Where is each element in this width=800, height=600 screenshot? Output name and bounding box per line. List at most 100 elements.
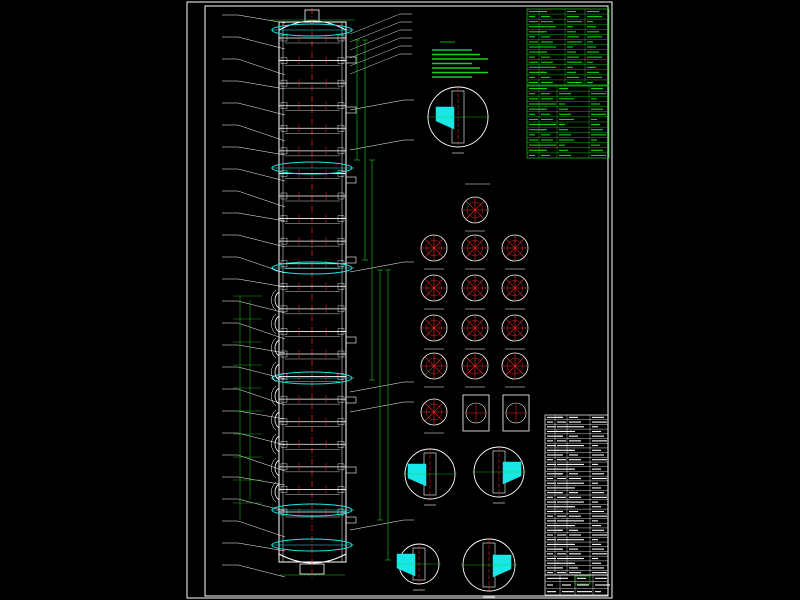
tray-section-inner: [426, 404, 443, 421]
tray-support: [337, 508, 345, 516]
tray-section-inner: [426, 239, 443, 256]
right-nozzle: [345, 176, 357, 184]
tray-section-inner: [467, 320, 484, 337]
callout-leader-left: [237, 234, 286, 248]
callout-leader-right: [349, 139, 405, 151]
tray-section-radial: [424, 402, 444, 422]
tray-support: [280, 350, 288, 358]
side-manhole: [274, 315, 280, 333]
side-manhole-outer: [271, 337, 277, 359]
technical-characteristics-table: [526, 8, 610, 86]
tray-section-radial: [465, 356, 485, 376]
callout-leader-right-top: [349, 37, 401, 59]
side-manhole: [274, 291, 280, 309]
side-manhole: [274, 339, 280, 357]
callout-leader-right: [349, 381, 405, 393]
tray-section-radial: [424, 356, 444, 376]
callout-leader-left: [237, 212, 286, 222]
tray-support: [280, 34, 288, 42]
tray-section-radial: [465, 318, 485, 338]
tray-section-radial: [505, 318, 525, 338]
callout-leader-left: [237, 14, 286, 24]
callout-leader-left: [237, 278, 286, 288]
drawing-outer-frame: [186, 1, 613, 599]
callout-leader-left: [237, 454, 286, 472]
tray-support: [337, 192, 345, 200]
side-manhole-outer: [271, 313, 277, 335]
callout-leader-left: [237, 366, 286, 380]
callout-leader-left: [237, 146, 286, 156]
detail-view-bottom-right-hatch: [492, 554, 512, 578]
right-nozzle: [345, 396, 357, 404]
tray-support: [280, 395, 288, 403]
right-nozzle: [345, 106, 357, 114]
callout-leader-left: [237, 102, 286, 116]
tray-support: [337, 305, 345, 313]
callout-leader-left: [237, 322, 286, 340]
tray-support: [337, 125, 345, 132]
tray-support: [337, 102, 345, 109]
side-manhole-outer: [271, 409, 277, 431]
column-vessel: [271, 8, 357, 578]
tray-section-radial: [465, 200, 485, 220]
tray-support: [280, 486, 288, 493]
callout-leader-left: [237, 190, 286, 208]
tray-support: [280, 57, 288, 64]
tray-support: [337, 441, 345, 448]
tray-support: [337, 170, 345, 177]
tray-support: [280, 305, 288, 313]
callout-leader-right-top: [349, 13, 401, 35]
dimension-lines: [233, 19, 391, 576]
tray-section-inner: [507, 358, 524, 375]
side-manhole: [274, 483, 280, 501]
callout-leader-left: [237, 432, 286, 446]
drawing-inner-frame: [204, 5, 609, 597]
callout-leader-right-top: [349, 21, 401, 43]
callout-leader-left: [237, 410, 286, 420]
drawing-tables: [526, 8, 610, 596]
detail-view-left-hatch: [407, 463, 427, 487]
tray-support: [280, 170, 288, 177]
callout-leader-left: [237, 168, 286, 182]
tray-section-inner: [507, 280, 524, 297]
tray-section-inner: [507, 239, 524, 256]
top-head: [278, 20, 347, 31]
bottom-head: [278, 553, 347, 564]
side-manhole-outer: [271, 457, 277, 479]
tray-section-views: [420, 183, 530, 434]
callout-leaders: [222, 13, 414, 578]
callout-leader-left: [237, 476, 286, 486]
callout-leader-right-top: [349, 29, 401, 51]
side-manhole: [274, 435, 280, 453]
callout-leader-right: [349, 401, 405, 413]
tray-support: [280, 79, 288, 87]
tray-support: [280, 463, 288, 471]
tray-section-inner: [467, 280, 484, 297]
tray-support: [280, 102, 288, 109]
tray-support: [337, 486, 345, 493]
tray-support: [280, 508, 288, 516]
side-manhole-outer: [271, 361, 277, 383]
tray-section-inner: [426, 280, 443, 297]
tray-section-inner: [507, 320, 524, 337]
tray-support: [337, 350, 345, 358]
tray-support: [337, 395, 345, 403]
title-block-logo: [574, 575, 591, 585]
tray-support: [337, 215, 345, 222]
detail-view-right-hatch: [502, 461, 522, 485]
tray-support: [280, 441, 288, 448]
side-manhole: [274, 363, 280, 381]
callout-leader-left: [237, 388, 286, 406]
side-manhole-outer: [271, 385, 277, 407]
tray-section-radial: [424, 278, 444, 298]
tray-support: [280, 237, 288, 245]
tray-support: [280, 328, 288, 335]
callout-leader-right-top: [349, 53, 401, 75]
tray-section-inner: [426, 320, 443, 337]
callout-leader-left: [237, 344, 286, 354]
tray-support: [337, 237, 345, 245]
tray-section-radial: [424, 238, 444, 258]
tray-support: [337, 328, 345, 335]
callout-leader-right: [349, 99, 405, 111]
